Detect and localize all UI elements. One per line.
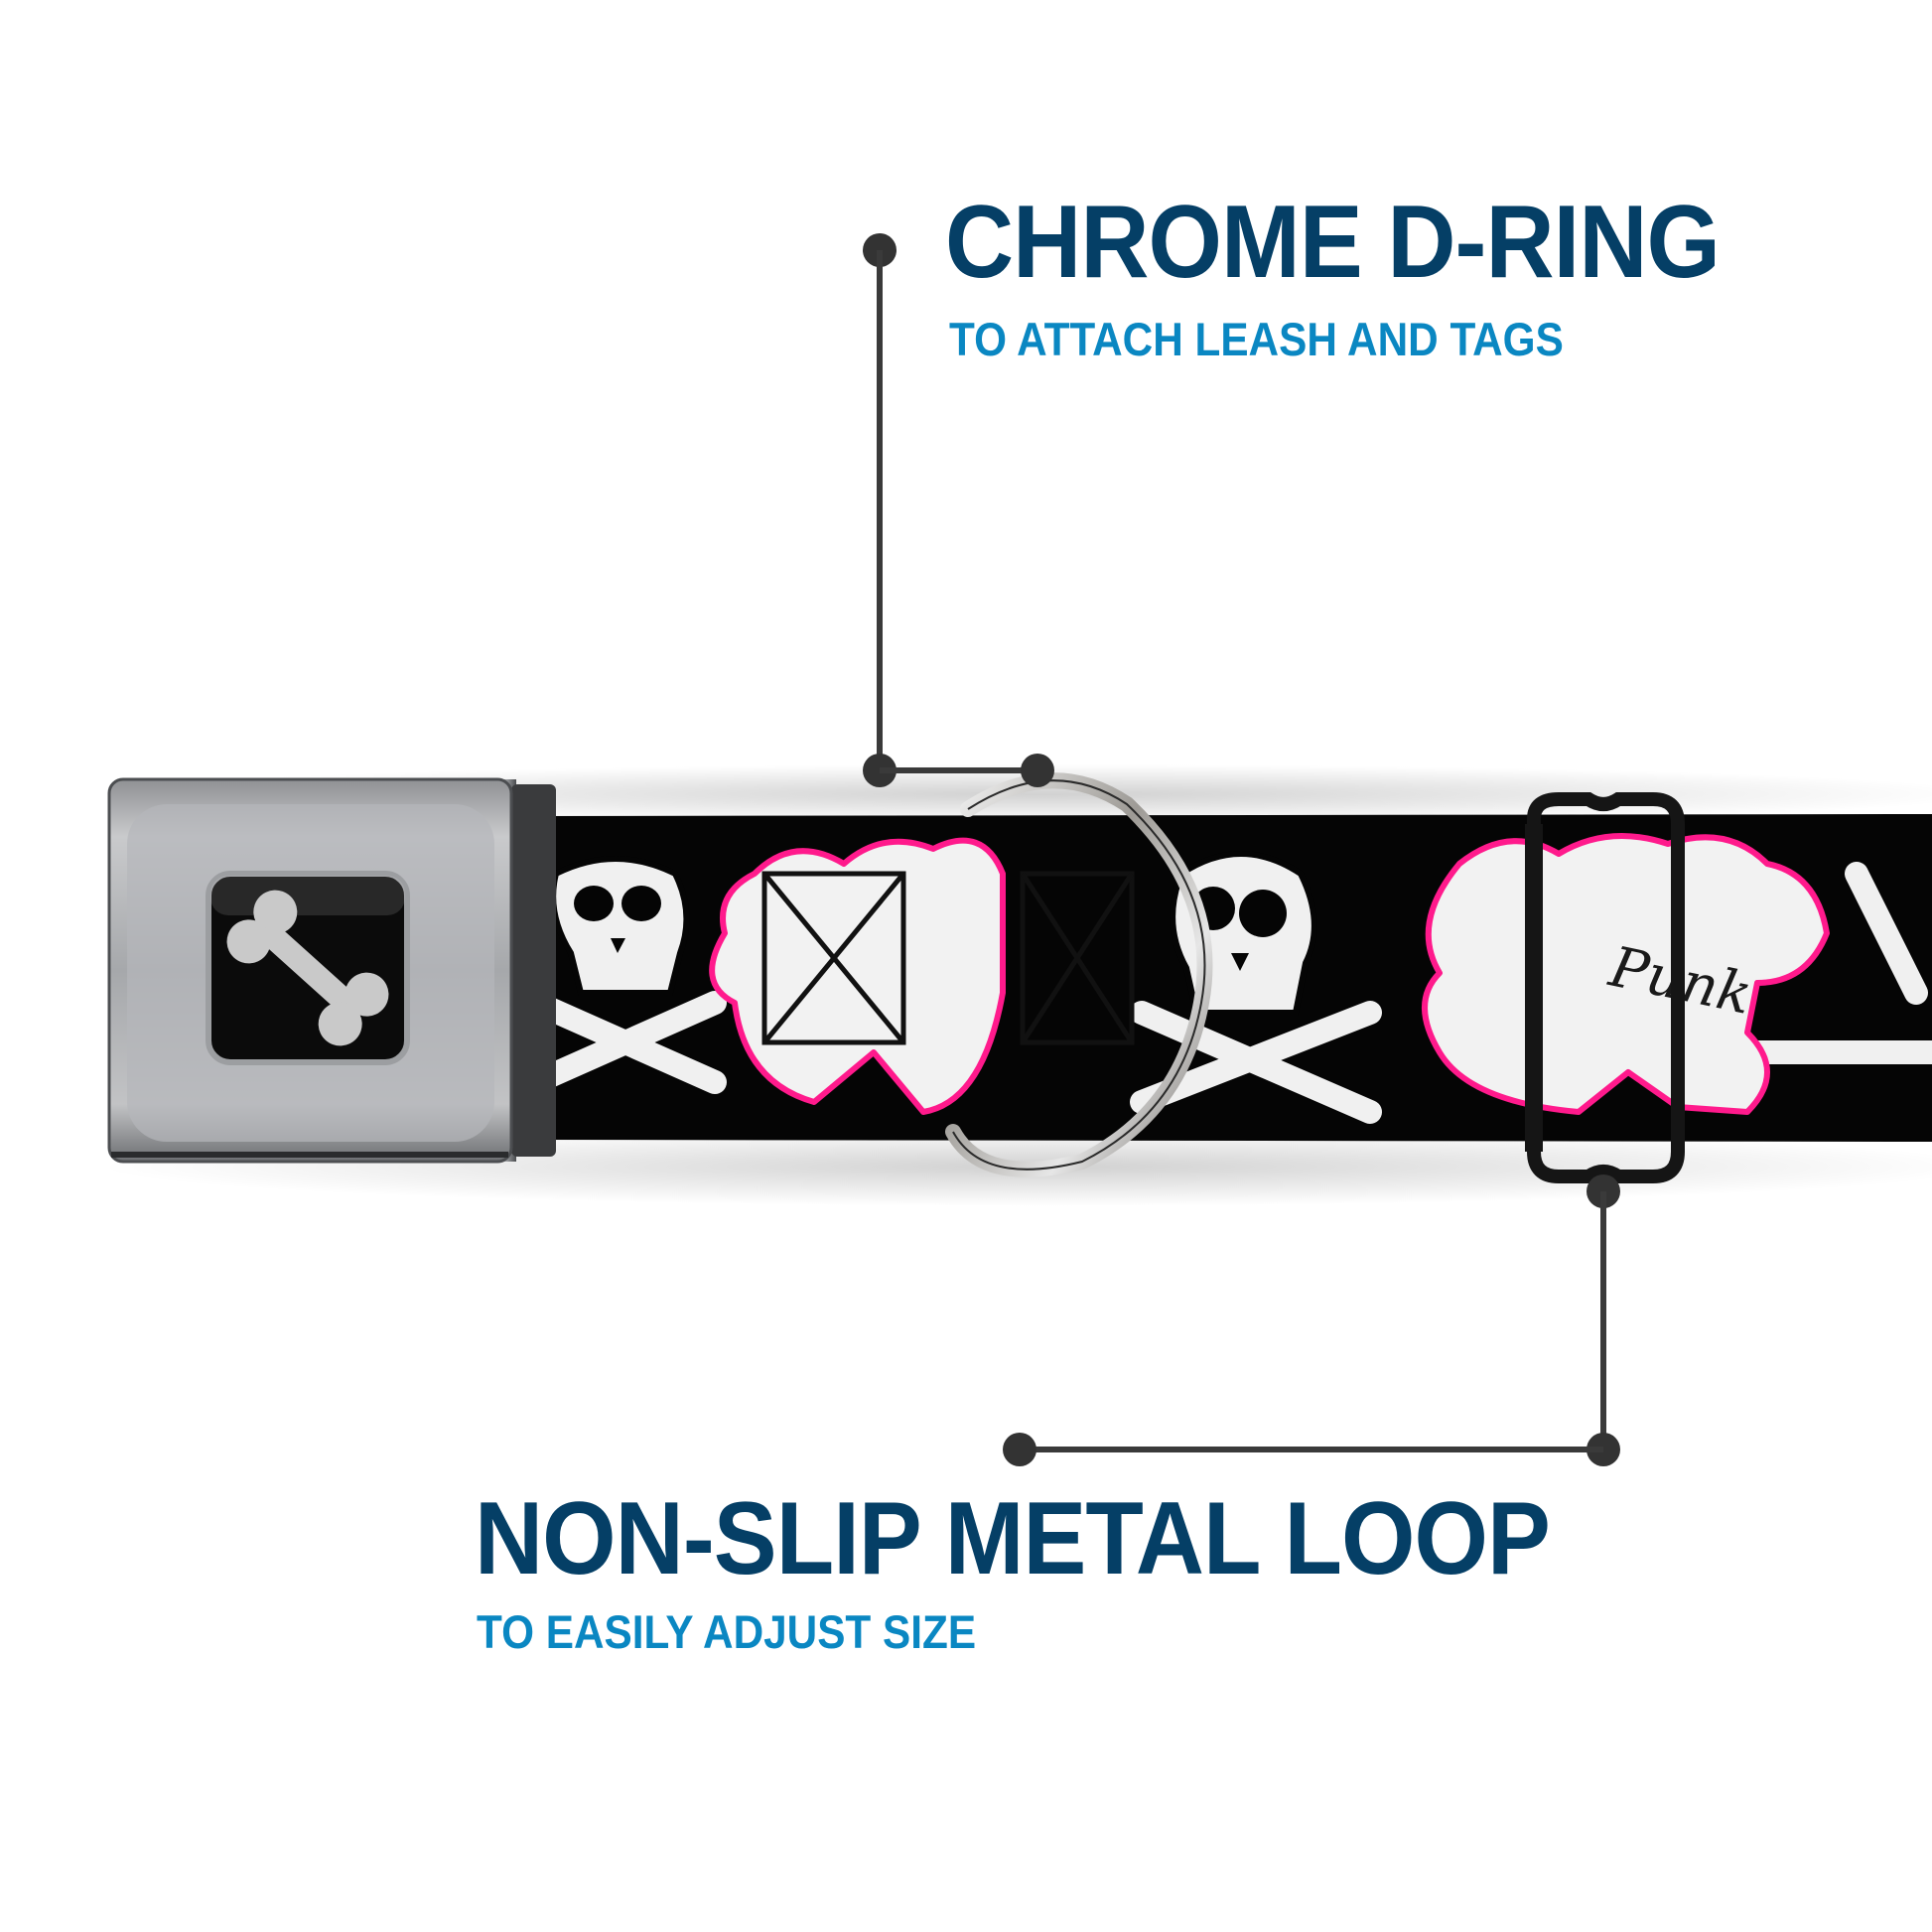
callout-title-d-ring: CHROME D-RING (945, 185, 1721, 300)
leader-dot (1003, 1433, 1036, 1466)
leader-dot (1021, 754, 1054, 787)
callout-subtitle-d-ring: TO ATTACH LEASH AND TAGS (949, 313, 1564, 365)
leader-line (880, 767, 1037, 773)
leader-line (1020, 1447, 1603, 1452)
callout-subtitle-loop: TO EASILY ADJUST SIZE (477, 1605, 977, 1658)
collar-webbing: Punk (536, 814, 1932, 1142)
d-ring (945, 772, 1213, 1177)
leader-line (1600, 1191, 1606, 1449)
bone-icon (226, 890, 389, 1046)
slide-loop (1525, 792, 1685, 1183)
callout-title-loop: NON-SLIP METAL LOOP (475, 1481, 1551, 1596)
seatbelt-buckle (107, 777, 556, 1164)
leader-line (877, 250, 883, 770)
